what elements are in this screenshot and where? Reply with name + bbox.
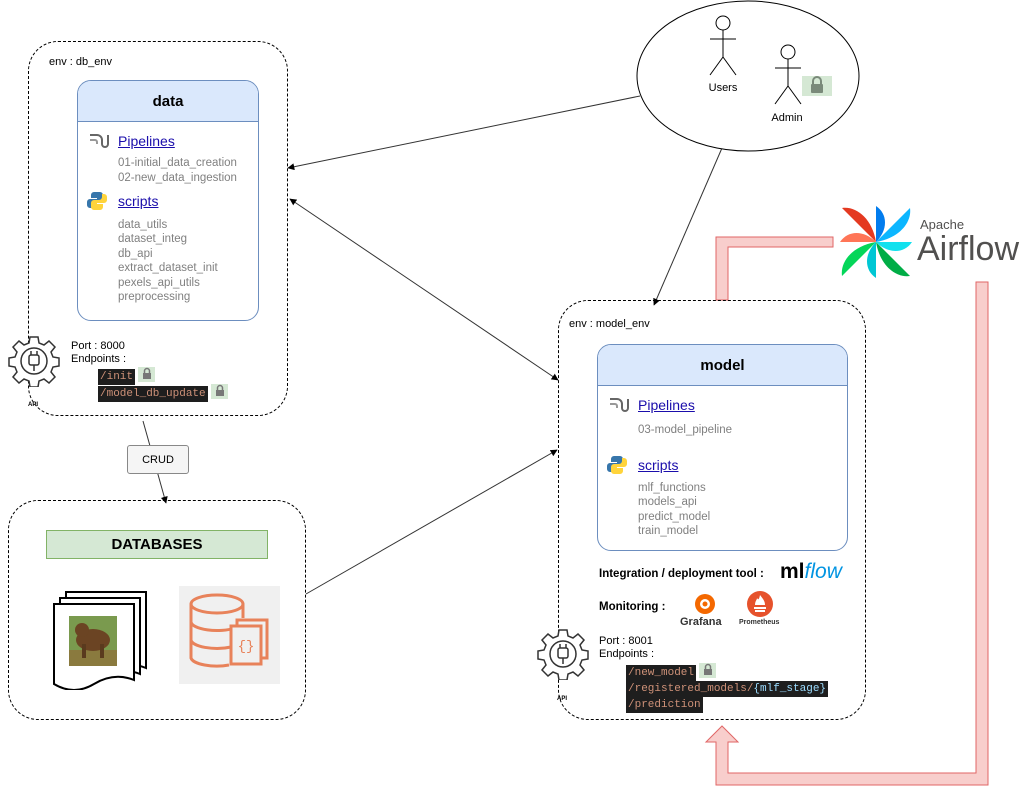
databases-container <box>8 500 306 720</box>
model-card: model Pipelines 03-model_pipeline script… <box>597 344 848 551</box>
integration-label: Integration / deployment tool : <box>599 568 764 580</box>
endpoint-registered-var: {mlf_stage} <box>753 683 827 695</box>
admin-label: Admin <box>771 112 803 124</box>
model-script-item: models_api <box>638 496 697 508</box>
lock-icon <box>138 367 156 383</box>
data-script-item: pexels_api_utils <box>118 277 200 289</box>
db-endpoint-row: /init <box>98 366 156 385</box>
admin-lock-icon <box>802 76 832 96</box>
endpoint-registered-models[interactable]: /registered_models/{mlf_stage} <box>626 681 829 697</box>
db-endpoint-row: /model_db_update <box>98 383 228 402</box>
model-pipelines-link[interactable]: Pipelines <box>638 397 695 413</box>
endpoint-model-db-update[interactable]: /model_db_update <box>98 386 208 402</box>
crud-label: CRUD <box>127 445 189 474</box>
mlflow-logo-flow: flow <box>804 560 842 583</box>
data-pipeline-item: 02-new_data_ingestion <box>118 172 237 184</box>
model-env-container <box>558 300 866 720</box>
grafana-icon <box>692 592 718 621</box>
data-model-bidirectional-arrow <box>289 198 559 381</box>
data-script-item: extract_dataset_init <box>118 262 218 274</box>
python-icon <box>87 191 107 216</box>
pipeline-icon <box>87 131 111 156</box>
monitoring-label: Monitoring : <box>599 601 666 613</box>
data-script-item: preprocessing <box>118 291 191 303</box>
db-env-container <box>28 41 288 416</box>
prometheus-icon <box>746 590 774 623</box>
airflow-name-text: Airflow <box>917 230 1020 268</box>
data-card-title: data <box>78 81 258 122</box>
user-actor-icon <box>709 15 737 76</box>
model-pipeline-item: 03-model_pipeline <box>638 424 732 436</box>
grafana-label: Grafana <box>680 616 722 628</box>
data-script-item: data_utils <box>118 219 168 231</box>
data-script-item: db_api <box>118 248 153 260</box>
endpoint-prediction[interactable]: /prediction <box>626 697 703 713</box>
mlflow-logo-ml: ml <box>780 560 805 583</box>
model-endpoint-row: /prediction <box>626 694 703 713</box>
databases-title: DATABASES <box>46 530 268 559</box>
users-to-data-arrow <box>287 95 641 171</box>
users-ellipse <box>636 0 860 152</box>
endpoint-new-model[interactable]: /new_model <box>626 665 697 681</box>
pipeline-icon <box>607 395 631 420</box>
users-group: Users Admin <box>636 0 860 152</box>
airflow-apache-text: Apache <box>920 217 965 232</box>
data-pipeline-item: 01-initial_data_creation <box>118 157 237 169</box>
data-script-item: dataset_integ <box>118 233 188 245</box>
db-port-text: Port : 8000 <box>71 340 125 352</box>
api-gear-icon <box>537 628 589 685</box>
image-documents-icon <box>52 590 152 695</box>
api-label: API <box>28 402 39 408</box>
model-endpoint-row: /new_model <box>626 662 717 681</box>
model-script-item: train_model <box>638 525 699 537</box>
prometheus-label: Prometheus <box>739 619 780 626</box>
svg-text:{}: {} <box>238 639 255 655</box>
admin-actor-icon <box>774 44 802 105</box>
model-card-title: model <box>598 345 847 386</box>
model-env-label: env : model_env <box>569 318 650 330</box>
lock-icon <box>210 384 228 400</box>
model-port-text: Port : 8001 <box>599 635 653 647</box>
model-endpoint-row: /registered_models/{mlf_stage} <box>626 678 829 697</box>
endpoint-registered-prefix: /registered_models/ <box>628 683 754 695</box>
data-scripts-link[interactable]: scripts <box>118 193 159 209</box>
model-script-item: predict_model <box>638 511 711 523</box>
lock-icon <box>699 663 717 679</box>
python-icon <box>607 455 627 480</box>
model-scripts-link[interactable]: scripts <box>638 457 679 473</box>
endpoint-init[interactable]: /init <box>98 369 136 385</box>
db-env-label: env : db_env <box>49 56 112 68</box>
api-label: API <box>557 696 568 702</box>
api-gear-icon <box>8 335 60 392</box>
databases-to-model-arrow <box>305 449 558 595</box>
model-endpoints-label: Endpoints : <box>599 648 655 660</box>
model-script-item: mlf_functions <box>638 482 706 494</box>
mlflow-logo: mlflow <box>780 560 842 584</box>
db-endpoints-label: Endpoints : <box>71 353 127 365</box>
users-to-model-arrow <box>653 147 723 306</box>
data-card: data Pipelines 01-initial_data_creation … <box>77 80 259 321</box>
users-label: Users <box>708 82 738 94</box>
data-pipelines-link[interactable]: Pipelines <box>118 133 175 149</box>
airflow-pinwheel-icon <box>838 204 914 285</box>
json-database-icon: {} <box>179 586 280 684</box>
